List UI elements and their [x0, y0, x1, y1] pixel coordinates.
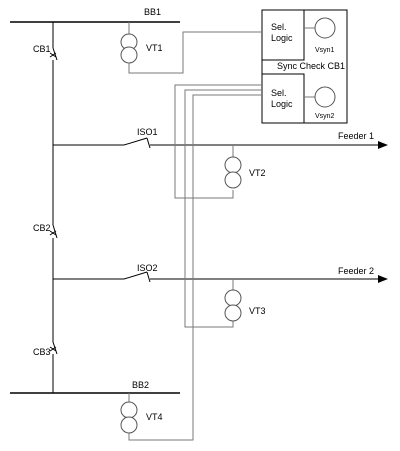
breaker-cb2-label: CB2	[33, 223, 51, 233]
voltage-transformer-vt3	[224, 289, 242, 322]
voltage-transformer-vt2-label: VT2	[249, 168, 266, 178]
breaker-cb1	[49, 47, 58, 61]
voltage-transformer-vt2	[224, 156, 242, 189]
voltage-transformer-vt1	[120, 33, 138, 64]
voltmeter-vsyn1-label: Vsyn1	[315, 47, 335, 54]
feeder-2-line	[53, 271, 388, 283]
sync-check-label: Sync Check CB1	[277, 61, 345, 71]
selection-logic-2-line2: Logic	[271, 99, 293, 109]
feeder-1-line	[53, 137, 388, 149]
voltmeter-vsyn1	[314, 17, 336, 39]
breaker-cb3-label: CB3	[33, 347, 51, 357]
breaker-cb2	[49, 224, 58, 239]
isolator-iso1-label: ISO1	[137, 127, 158, 137]
voltmeter-vsyn2	[314, 86, 336, 108]
selection-logic-1-line2: Logic	[271, 33, 293, 43]
voltage-transformer-vt4-label: VT4	[146, 412, 163, 422]
selection-logic-1-box	[261, 9, 305, 61]
voltage-transformer-vt3-label: VT3	[249, 306, 266, 316]
selection-logic-2-line1: Sel.	[271, 88, 287, 98]
feeder-1-label: Feeder 1	[338, 131, 374, 141]
voltage-transformer-vt1-label: VT1	[146, 43, 163, 53]
feeder-2-label: Feeder 2	[338, 266, 374, 276]
voltmeter-vsyn2-label: Vsyn2	[315, 113, 335, 120]
isolator-iso2-label: ISO2	[137, 263, 158, 273]
selection-logic-2-box	[261, 73, 305, 124]
breaker-cb3	[49, 341, 58, 355]
busbar-bb1-label: BB1	[144, 7, 161, 17]
breaker-cb1-label: CB1	[33, 44, 51, 54]
sync-selection-wiring	[128, 84, 262, 441]
selection-logic-1-line1: Sel.	[271, 22, 287, 32]
busbar-bb2-label: BB2	[132, 380, 149, 390]
voltage-transformer-vt4	[120, 401, 138, 434]
vt1-wiring	[128, 31, 262, 74]
